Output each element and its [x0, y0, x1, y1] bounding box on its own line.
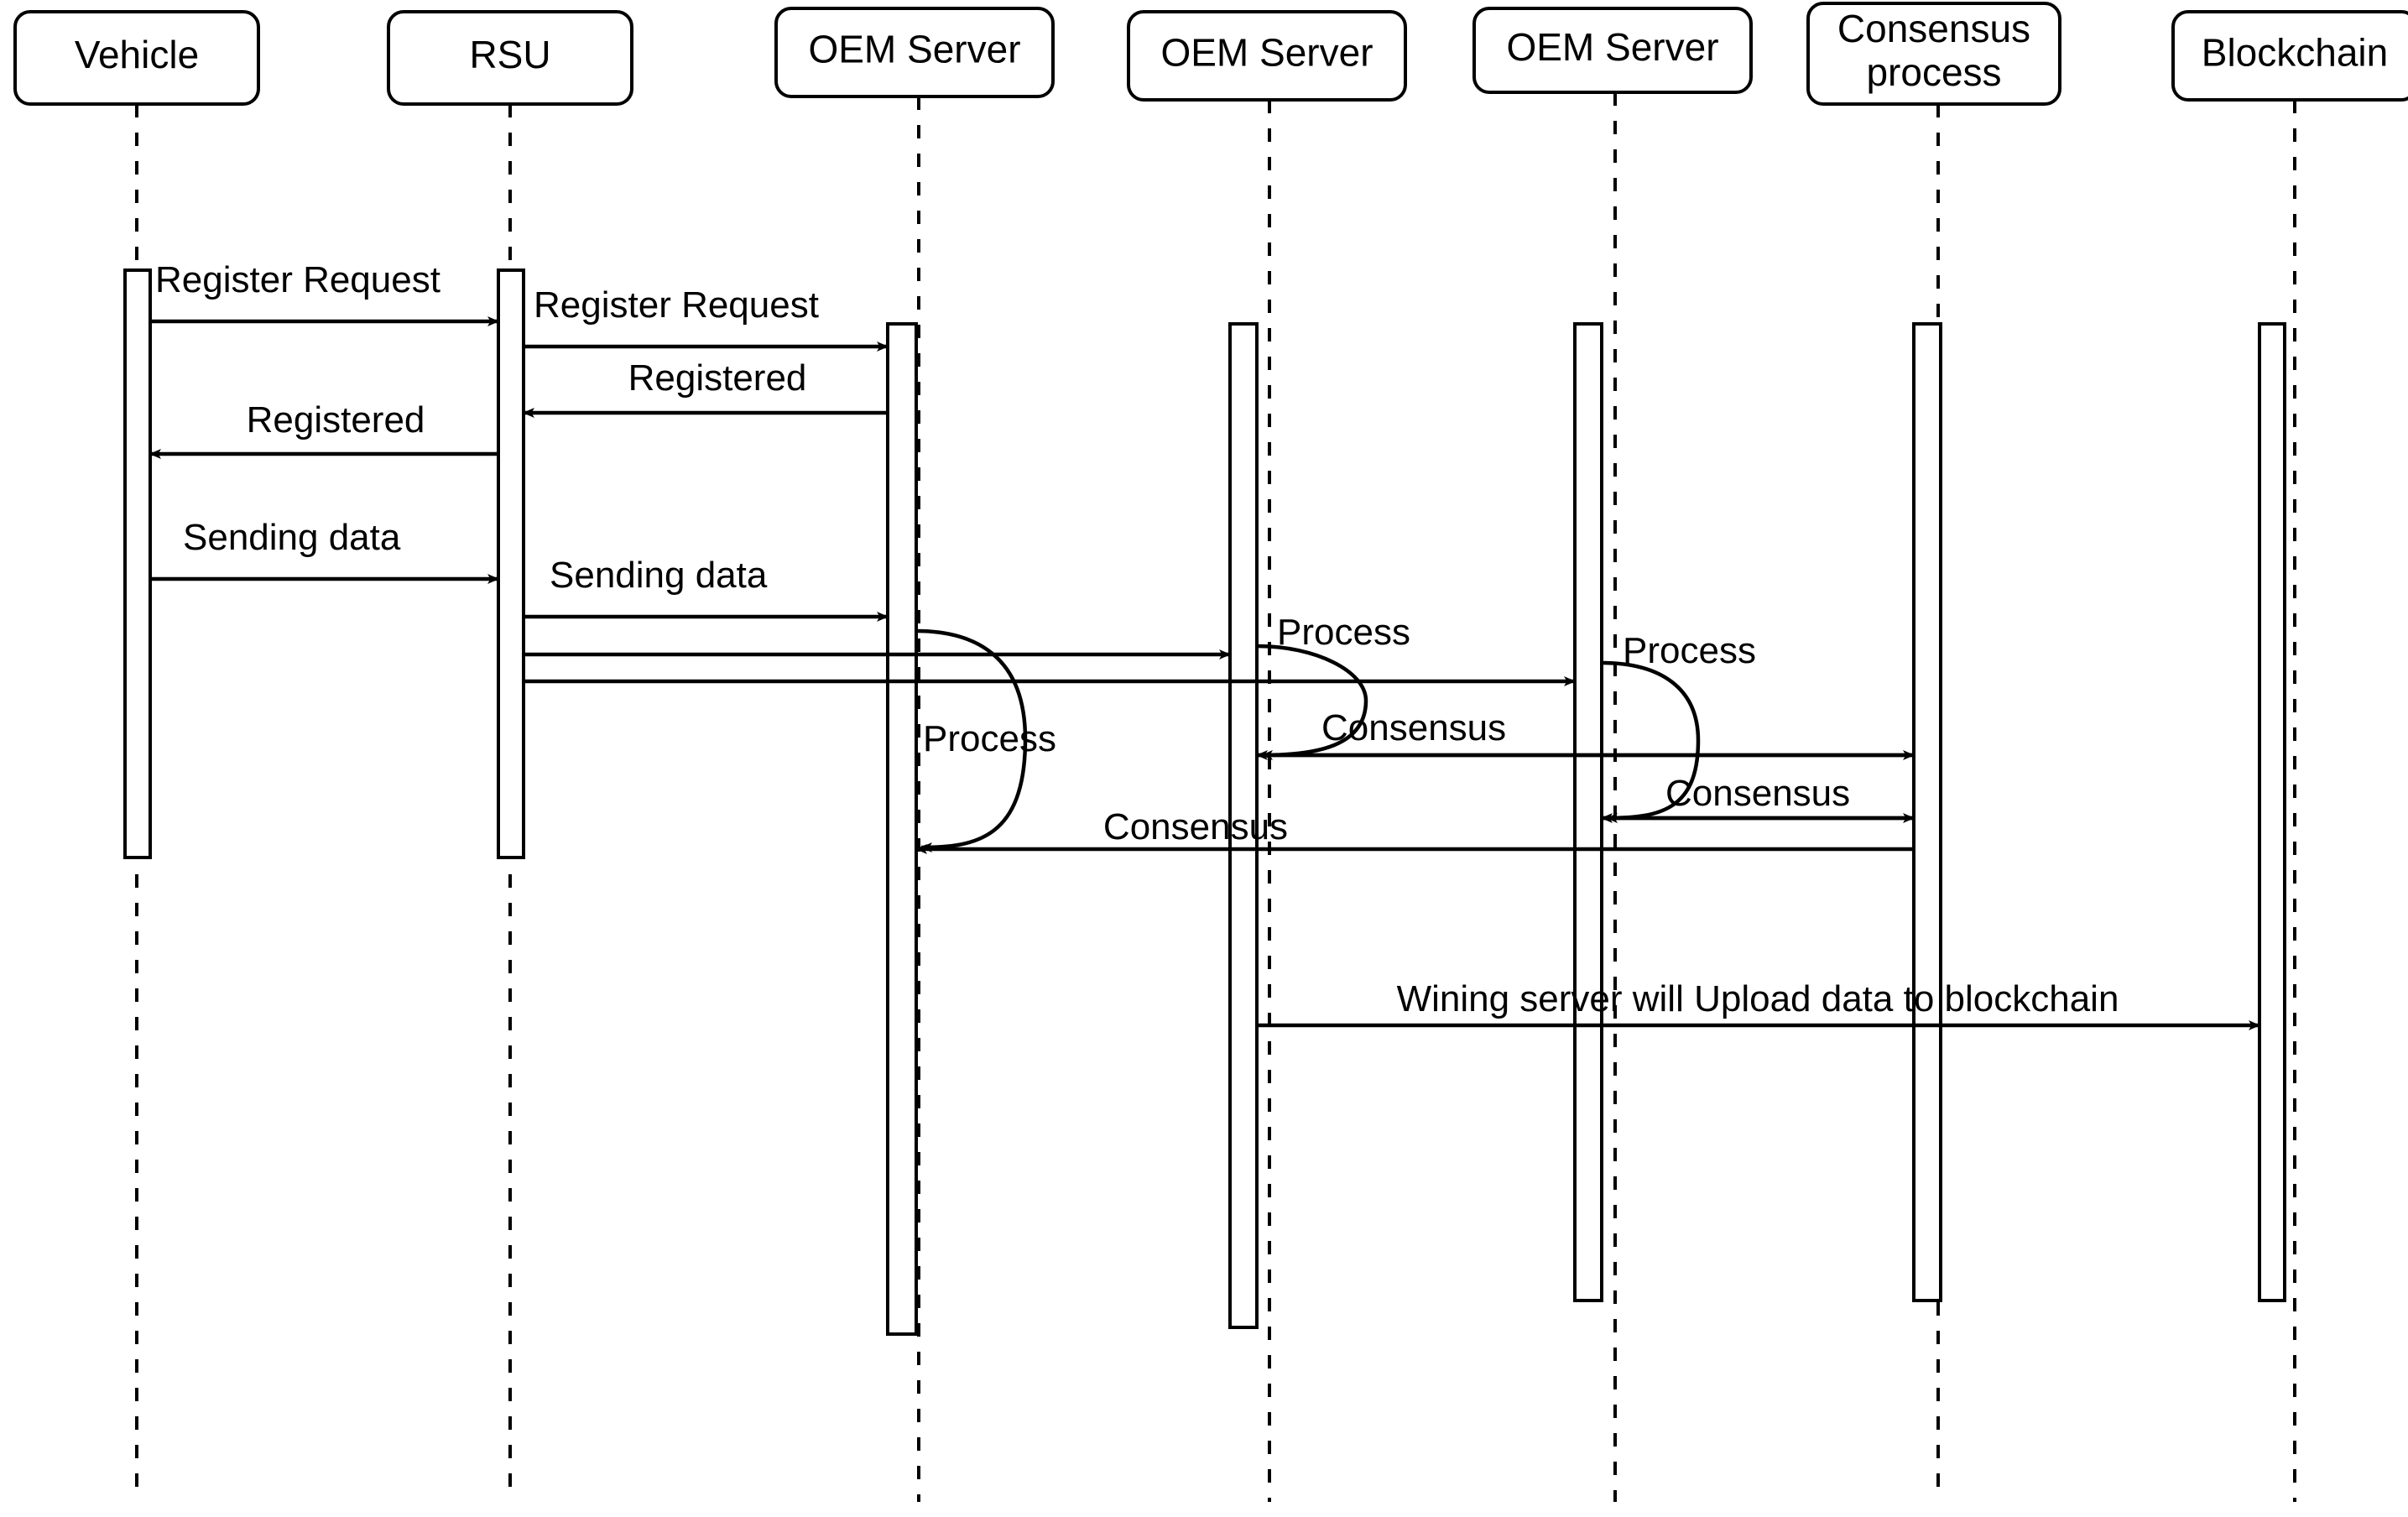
activation-rect-vehicle [123, 268, 152, 859]
activation-bar-vehicle [123, 268, 152, 859]
message-label-s3: Process [1623, 630, 1756, 671]
message-s1: Process [915, 628, 1056, 852]
activation-bar-rsu [497, 268, 525, 859]
message-m6: Sending data [524, 555, 889, 622]
activation-rect-consensus [1912, 322, 1942, 1302]
participant-label-vehicle: Vehicle [75, 33, 199, 76]
participant-label-oem2: OEM Server [1160, 31, 1373, 75]
participant-box-oem1[interactable]: OEM Server [774, 7, 1055, 98]
participant-boxes-layer: Vehicle RSU OEM Server OEM Server OEM Server… [13, 2, 2408, 106]
message-label-s1: Process [923, 718, 1056, 759]
participant-box-rsu[interactable]: RSU [387, 10, 633, 106]
message-m1: Register Request [150, 259, 499, 326]
participant-box-vehicle[interactable]: Vehicle [13, 10, 260, 106]
participant-box-oem3[interactable]: OEM Server [1472, 7, 1753, 94]
message-label-m4: Registered [247, 399, 425, 441]
participant-rect-oem1[interactable] [774, 7, 1055, 98]
activation-rect-rsu [497, 268, 525, 859]
message-label-m3: Registered [628, 357, 807, 399]
participant-rect-vehicle[interactable] [13, 10, 260, 106]
message-m13: Consensus [915, 806, 1914, 854]
participant-label-oem3: OEM Server [1506, 25, 1718, 69]
participant-box-blockchain[interactable]: Blockchain [2171, 10, 2408, 102]
message-label-m13: Consensus [1103, 806, 1288, 847]
self-message-curve-s1 [915, 628, 1028, 852]
message-label-m10: Consensus [1321, 707, 1506, 748]
lifelines-layer [135, 92, 2296, 1502]
activation-bar-oem1 [886, 322, 918, 1336]
message-m5: Sending data [150, 517, 499, 584]
message-m4: Registered [149, 399, 498, 459]
activation-rect-oem3 [1573, 322, 1603, 1302]
activation-bar-oem3 [1573, 322, 1603, 1302]
participant-rect-consensus[interactable] [1806, 2, 2061, 106]
activation-rect-oem2 [1228, 322, 1259, 1329]
activation-rect-oem1 [886, 322, 918, 1336]
message-m12: Consensus [1601, 773, 1914, 823]
participant-rect-oem3[interactable] [1472, 7, 1753, 94]
participant-rect-blockchain[interactable] [2171, 10, 2408, 102]
activation-bar-consensus [1912, 322, 1942, 1302]
message-label-m12: Consensus [1665, 773, 1850, 814]
message-m14: Wining server will Upload data to blockc… [1257, 978, 2260, 1030]
participant-rect-rsu[interactable] [387, 10, 633, 106]
message-s2: Process [1256, 612, 1410, 760]
message-label-m5: Sending data [183, 517, 401, 558]
participant-label-rsu: RSU [469, 33, 550, 76]
participant-label-consensus: process [1866, 50, 2001, 94]
self-message-curve-s2 [1256, 644, 1368, 760]
message-m3: Registered [523, 357, 888, 418]
participant-label-consensus: Consensus [1837, 7, 2030, 50]
activation-bar-oem2 [1228, 322, 1259, 1329]
participant-label-blockchain: Blockchain [2202, 31, 2388, 75]
activation-bar-blockchain [2258, 322, 2286, 1302]
self-message-curve-s3 [1601, 660, 1701, 823]
message-label-m6: Sending data [550, 555, 768, 596]
participant-rect-oem2[interactable] [1127, 10, 1407, 102]
message-m2: Register Request [524, 284, 889, 352]
participant-box-oem2[interactable]: OEM Server [1127, 10, 1407, 102]
message-label-m2: Register Request [534, 284, 819, 326]
message-label-m14: Wining server will Upload data to blockc… [1397, 978, 2119, 1019]
activations-layer [123, 268, 2286, 1336]
participant-label-oem1: OEM Server [808, 28, 1020, 71]
message-s3: Process [1601, 630, 1756, 823]
activation-rect-blockchain [2258, 322, 2286, 1302]
message-label-s2: Process [1277, 612, 1410, 653]
message-label-m1: Register Request [155, 259, 440, 300]
message-m10: Consensus [1256, 707, 1914, 760]
